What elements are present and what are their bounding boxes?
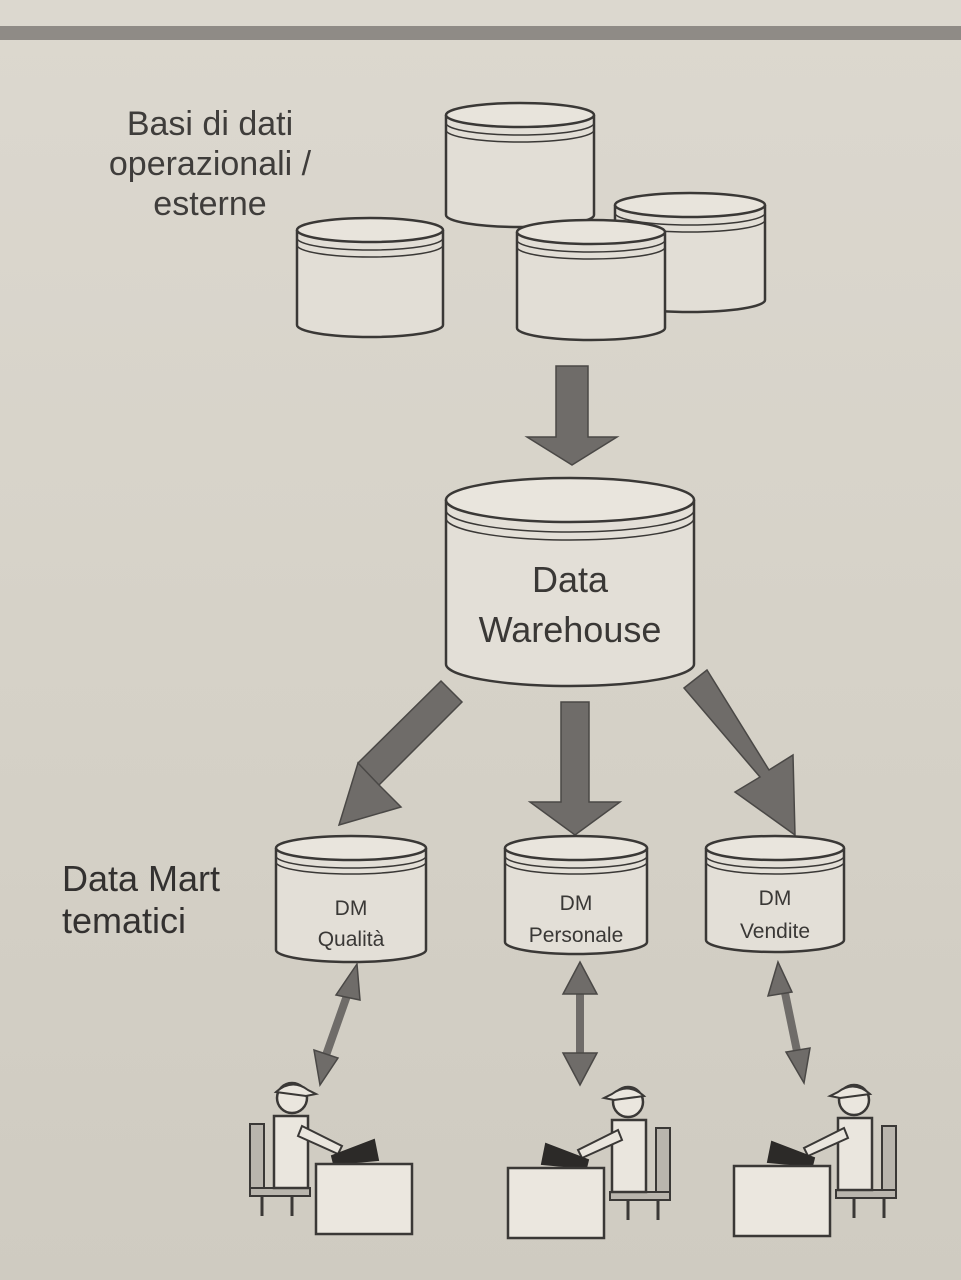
arrow-warehouse-to-dm-qualita: [337, 679, 464, 827]
bidirectional-arrow-dm-personale-user: [561, 960, 599, 1087]
source-database-1: [444, 101, 596, 229]
data-warehouse-cylinder: Data Warehouse: [444, 476, 696, 688]
datamart-label-line-2: tematici: [62, 900, 187, 942]
sources-label-line-1: Basi di dati: [126, 105, 294, 143]
dm-vendite-line-1: DM: [759, 887, 792, 910]
dm-vendite-line-2: Vendite: [740, 920, 810, 943]
dm-qualita-line-1: DM: [335, 897, 368, 920]
sources-label-line-3: esterne: [153, 185, 267, 224]
bidirectional-arrow-dm-qualita-user: [313, 961, 361, 1087]
sources-label-line-2: operazionali /: [108, 145, 312, 184]
top-rule: [0, 26, 961, 40]
user-personale-icon: [506, 1085, 672, 1240]
user-qualita-icon: [248, 1081, 414, 1236]
dm-personale-line-2: Personale: [529, 924, 624, 947]
dm-qualita-line-2: Qualità: [318, 928, 385, 951]
bidirectional-arrow-dm-vendite-user: [766, 959, 811, 1086]
sources-label: Basi di dati operazionali / esterne: [60, 104, 360, 224]
arrow-warehouse-to-dm-personale: [527, 701, 623, 836]
arrow-sources-to-warehouse: [524, 365, 620, 466]
datamart-label-line-1: Data Mart: [62, 858, 221, 899]
source-database-4: [515, 218, 667, 342]
source-database-3: [295, 216, 445, 339]
arrow-warehouse-to-dm-vendite: [682, 668, 796, 837]
dm-personale-line-1: DM: [560, 892, 593, 915]
warehouse-label-line-2: Warehouse: [479, 609, 662, 650]
warehouse-label-line-1: Data: [532, 559, 609, 600]
dm-personale-cylinder: DM Personale: [503, 834, 649, 956]
user-vendite-icon: [732, 1083, 898, 1238]
datamart-label: Data Mart tematici: [62, 858, 262, 943]
dm-qualita-cylinder: DM Qualità: [274, 834, 428, 964]
dm-vendite-cylinder: DM Vendite: [704, 834, 846, 954]
